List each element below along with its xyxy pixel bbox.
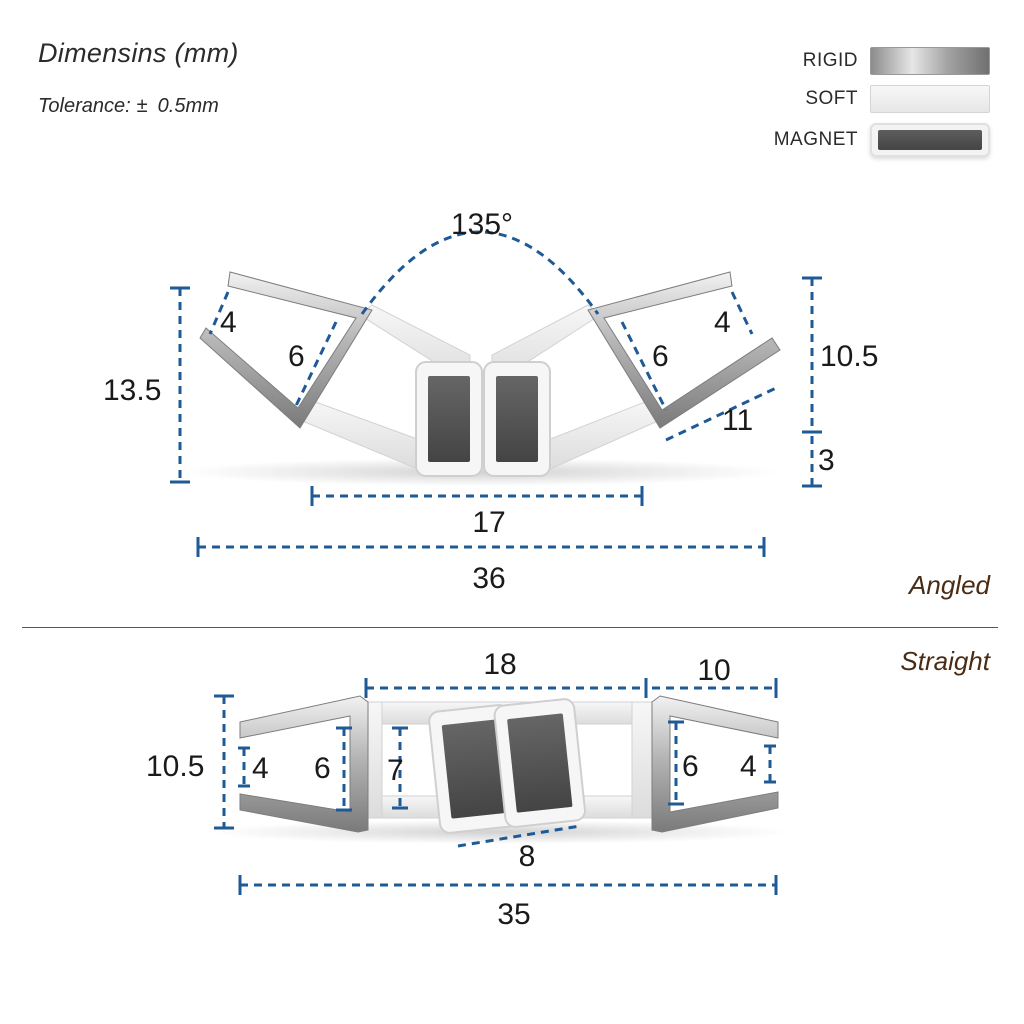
lip-right-label: 4 (714, 306, 731, 339)
angled-magnet-left-core (428, 376, 470, 462)
angled-rigid-bracket-left (199, 271, 373, 429)
straight-profile (210, 695, 790, 844)
tolerance-note: Tolerance:±0.5mm (38, 95, 219, 118)
depth-right-label: 6 (652, 340, 669, 373)
angled-magnet-right-core (496, 376, 538, 462)
legend-item-magnet: MAGNET (750, 118, 990, 162)
page-title: Dimensins (mm) (38, 38, 239, 68)
lip-right-label: 4 (740, 750, 757, 783)
legend-label-magnet: MAGNET (773, 129, 858, 150)
legend-item-rigid: RIGID (750, 42, 990, 80)
angled-dimension-labels: 135° 13.5 4 6 4 6 10.5 3 11 17 36 (103, 208, 878, 595)
side-width-label: 10 (697, 654, 730, 687)
arm-length-label: 11 (722, 404, 753, 437)
center-width-label: 17 (472, 506, 505, 539)
angle-arc (360, 230, 600, 315)
lip-left-label: 4 (252, 752, 269, 785)
overall-width-label: 35 (497, 898, 530, 931)
height-left-label: 10.5 (146, 750, 204, 783)
angled-rigid-bracket-right (587, 271, 781, 429)
section-divider (22, 627, 998, 628)
depth-right-label: 6 (682, 750, 699, 783)
height-right-label: 10.5 (820, 340, 878, 373)
lip-right-line (730, 291, 754, 335)
soft-swatch (870, 85, 990, 113)
straight-rigid-bracket-left (239, 695, 369, 833)
lip-left-label: 4 (220, 306, 237, 339)
rigid-swatch (870, 47, 990, 75)
center-width-label: 18 (483, 648, 516, 681)
straight-section-label: Straight (900, 646, 990, 676)
depth-right-line (620, 321, 668, 411)
angled-profile (180, 271, 781, 486)
straight-dimension-ticks (214, 678, 778, 895)
straight-magnet-right (493, 698, 586, 828)
depth-left-line (292, 321, 338, 411)
straight-magnet-left-core (441, 719, 507, 819)
magnet-width-label: 8 (519, 840, 536, 873)
depth-left-label: 6 (314, 752, 331, 785)
legend-item-soft: SOFT (750, 80, 990, 118)
height-left-label: 13.5 (103, 374, 161, 407)
lip-left-line (208, 291, 230, 335)
legend-label-soft: SOFT (805, 88, 858, 109)
magnet-swatch (870, 123, 990, 157)
angled-section-label: Angled (909, 570, 990, 600)
base-right-label: 3 (818, 444, 835, 477)
straight-magnet-right-core (507, 713, 573, 813)
overall-width-label: 36 (472, 562, 505, 595)
legend-label-rigid: RIGID (802, 50, 858, 71)
straight-rigid-bracket-right (651, 695, 779, 833)
inner-height-label: 7 (387, 754, 404, 787)
depth-left-label: 6 (288, 340, 305, 373)
material-legend: RIGID SOFT MAGNET (750, 42, 990, 162)
magnet-swatch-core (878, 130, 982, 150)
angle-label: 135° (451, 208, 513, 241)
straight-soft-right-wall (631, 701, 653, 819)
tolerance-value: 0.5mm (157, 95, 219, 117)
angled-dimensions (178, 230, 814, 549)
magnet-width-line (457, 824, 581, 848)
straight-dimension-labels: 18 10 10.5 4 6 7 6 4 8 35 (146, 648, 757, 931)
plus-minus-symbol: ± (136, 95, 148, 117)
straight-dimensions (222, 686, 776, 887)
angled-dimension-ticks (170, 276, 822, 557)
tolerance-label: Tolerance: (38, 95, 131, 117)
arm-length-line (665, 386, 777, 442)
